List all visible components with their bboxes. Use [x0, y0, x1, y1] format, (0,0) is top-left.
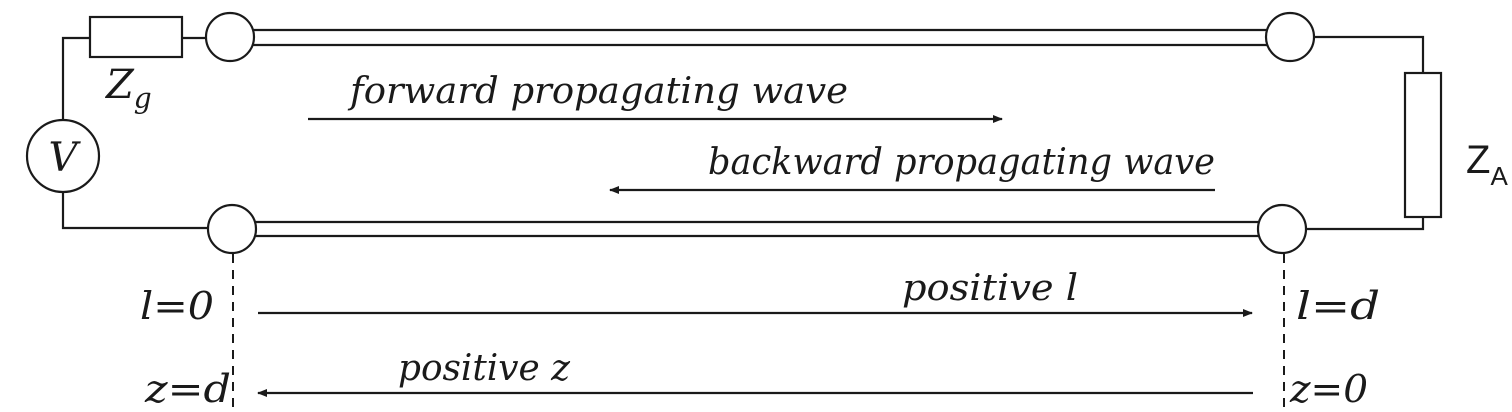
load-wire-top [1314, 35, 1425, 73]
terminal-top-right [1264, 11, 1316, 63]
load-wire-bottom [1306, 217, 1425, 231]
forward-wave-label: forward propagating wave [347, 71, 848, 112]
load-impedance-resistor [1403, 71, 1443, 219]
load-impedance-sub: A [1490, 161, 1508, 191]
voltage-source [25, 118, 101, 194]
backward-wave-label: backward propagating wave [708, 142, 1215, 183]
terminal-bottom-left [206, 203, 258, 255]
generator-impedance-resistor [88, 15, 184, 59]
right-z-label: z=0 [1289, 367, 1368, 411]
generator-impedance-main: Z [104, 62, 135, 108]
positive-l-label: positive l [902, 268, 1078, 309]
left-z-label: z=d [144, 367, 231, 411]
generator-impedance-label: Zg [104, 62, 152, 115]
voltage-source-label: V [49, 135, 82, 181]
left-l-label: l=0 [140, 284, 214, 328]
load-impedance-main: Z [1466, 138, 1490, 182]
right-l-label: l=d [1296, 284, 1380, 328]
positive-z-label: positive z [398, 348, 571, 389]
terminal-bottom-right [1256, 203, 1308, 255]
source-wire-bottom [61, 192, 208, 230]
generator-impedance-sub: g [134, 82, 152, 115]
terminal-top-left [204, 11, 256, 63]
source-wire-top [61, 36, 90, 120]
load-impedance-label: ZA [1466, 138, 1508, 191]
